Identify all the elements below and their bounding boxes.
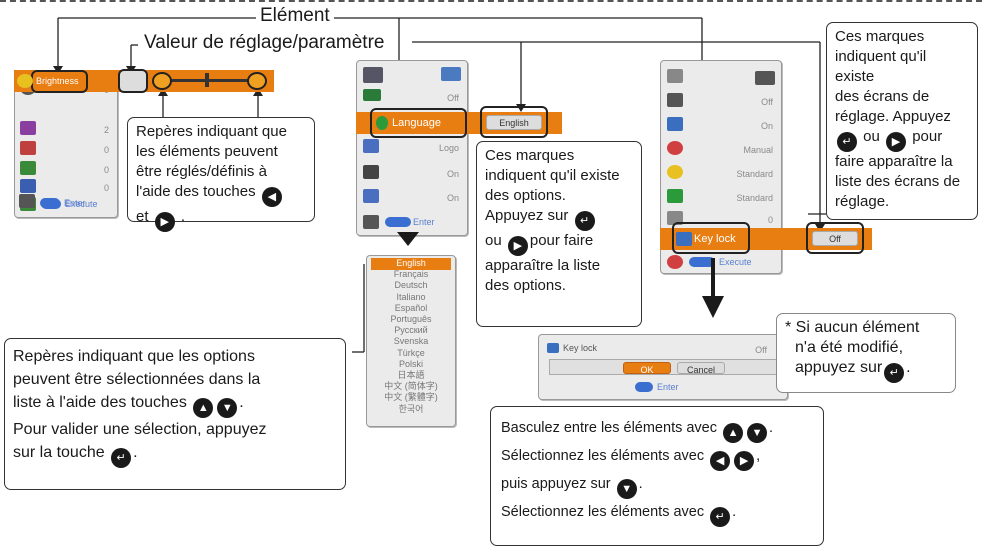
lang-item[interactable]: Português [390, 314, 432, 325]
auto-icon [667, 117, 683, 131]
capture-icon [363, 165, 379, 179]
language-list: English Français Deutsch Italiano Españo… [366, 255, 456, 427]
key-lock-value[interactable]: Off [812, 231, 858, 246]
callout-note: * Si aucun élément n'a été modifié, appu… [776, 313, 956, 393]
slider-track [160, 79, 260, 82]
language-label: Language [392, 117, 441, 129]
lang-item[interactable]: Français [393, 269, 429, 280]
down-arrow [397, 232, 419, 246]
down-arrow [702, 296, 724, 318]
logo-icon [363, 139, 379, 153]
arrow-shaft [711, 258, 715, 298]
enter-key-icon: ↵ [710, 507, 731, 527]
slider-thumb[interactable] [205, 73, 209, 87]
power-icon [667, 141, 683, 155]
screen-icon [755, 71, 775, 85]
language-value[interactable]: English [486, 115, 542, 130]
lang-item[interactable]: 中文 (繁體字) [384, 392, 438, 403]
lang-item[interactable]: 한국어 [398, 403, 424, 414]
screen-icon [441, 67, 461, 81]
key-lock-icon [547, 343, 559, 353]
down-key-icon: ▼ [616, 479, 637, 499]
right-key-icon: ▶ [507, 236, 528, 256]
lang-item[interactable]: Polski [398, 358, 423, 369]
lang-item[interactable]: 日本語 [397, 370, 425, 381]
reset-icon [667, 255, 683, 269]
sharpness-icon [20, 161, 36, 175]
up-key-icon: ▲ [193, 398, 214, 418]
enter-button-icon [385, 217, 411, 227]
callout-adjust-keys: Repères indiquant que les éléments peuve… [127, 117, 315, 232]
lang-item[interactable]: Svenska [393, 336, 429, 347]
key-lock-dialog: Key lock Off OK Cancel Enter [538, 334, 788, 400]
right-key-icon: ▶ [886, 132, 907, 152]
lang-item[interactable]: Русский [394, 325, 428, 336]
setting-icon [363, 89, 381, 101]
callout-list-keys: Repères indiquant que les options peuven… [4, 338, 346, 490]
lang-item[interactable]: Türkçe [397, 347, 425, 358]
up-key-icon: ▲ [723, 423, 744, 443]
color-icon [20, 121, 36, 135]
lang-item[interactable]: Italiano [396, 291, 426, 302]
gamma-icon [20, 179, 36, 193]
execute-button-icon [689, 257, 715, 267]
left-arrow-marker [152, 72, 172, 90]
element-label: Elément [256, 6, 334, 26]
lang-item[interactable]: 中文 (简体字) [384, 381, 438, 392]
language-icon [376, 116, 388, 130]
value-box [118, 69, 148, 93]
lang-item[interactable]: Español [394, 302, 428, 313]
middle-osd-menu: Off Logo On On Enter [356, 60, 468, 236]
left-key-icon: ◀ [261, 187, 282, 207]
lang-item[interactable]: Deutsch [394, 280, 428, 291]
enter-key-icon: ↵ [884, 363, 905, 383]
brightness-icon [17, 74, 33, 88]
key-lock-icon [676, 232, 692, 246]
enter-key-icon: ↵ [111, 448, 132, 468]
left-key-icon: ◀ [710, 451, 731, 471]
memory-icon [19, 194, 35, 208]
menu-icon [363, 215, 379, 229]
cancel-button[interactable]: Cancel [677, 362, 725, 375]
right-arrow-marker [247, 72, 267, 90]
lang-item[interactable]: English [396, 258, 426, 268]
right-key-icon: ▶ [734, 451, 755, 471]
enter-button-icon [635, 382, 653, 392]
callout-options: Ces marques indiquent qu'il existe des o… [476, 141, 642, 327]
enter-key-icon: ↵ [837, 132, 857, 152]
brightness-label: Brightness [36, 76, 79, 86]
tint-icon [20, 141, 36, 155]
dashed-border [0, 0, 982, 2]
fan-icon [667, 189, 683, 203]
down-key-icon: ▼ [217, 398, 238, 418]
blank-icon [667, 93, 683, 107]
ok-button[interactable]: OK [623, 362, 671, 375]
setting-value-label: Valeur de réglage/paramètre [140, 33, 389, 53]
lamp-icon [667, 165, 683, 179]
counter-icon [667, 211, 683, 225]
enter-button-icon [40, 198, 60, 208]
key-lock-label: Key lock [694, 233, 736, 245]
enter-key-icon: ↵ [574, 211, 595, 231]
input-icon [363, 67, 383, 83]
callout-screens: Ces marques indiquent qu'il existe des é… [826, 22, 978, 220]
setting-icon [667, 69, 683, 83]
callout-instructions: Basculez entre les éléments avec ▲▼. Sél… [490, 406, 824, 546]
right-key-icon: ▶ [154, 212, 175, 232]
search-icon [363, 189, 379, 203]
down-key-icon: ▼ [747, 423, 768, 443]
